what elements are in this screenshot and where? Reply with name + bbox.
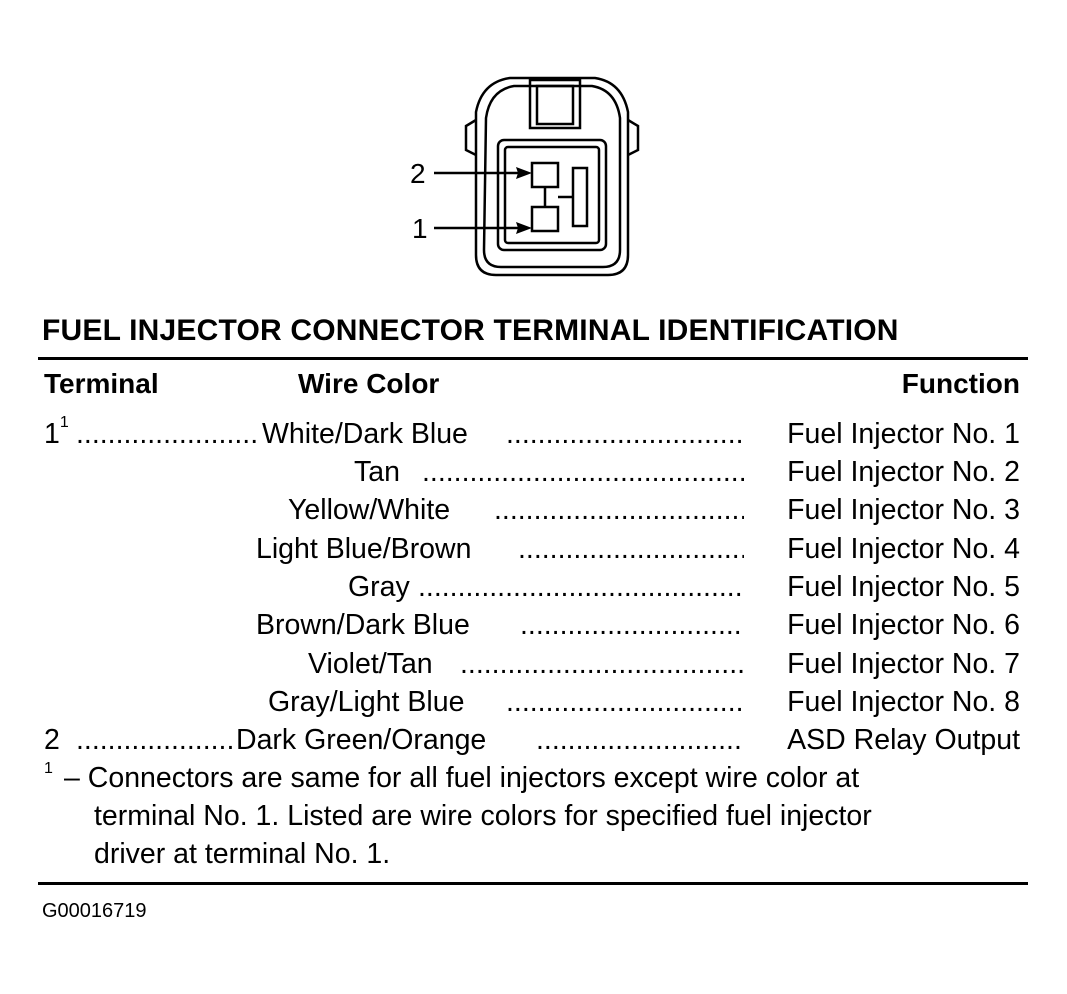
pin-label-2: 2 <box>410 158 426 189</box>
wire-color-cell: Gray <box>348 571 410 603</box>
function-cell: Fuel Injector No. 6 <box>787 609 1020 641</box>
function-cell: Fuel Injector No. 1 <box>787 418 1020 450</box>
leader-dots <box>460 648 744 681</box>
footnote-marker: 1 <box>44 760 53 777</box>
header-wire-color: Wire Color <box>298 368 440 399</box>
terminal-cell: 2 <box>44 724 60 756</box>
function-cell: Fuel Injector No. 5 <box>787 571 1020 603</box>
arrow-1-icon <box>516 222 532 234</box>
leader-dots <box>422 456 744 489</box>
terminal-cavity <box>496 138 608 252</box>
wire-color-cell: Dark Green/Orange <box>236 724 487 756</box>
function-cell: Fuel Injector No. 2 <box>787 456 1020 488</box>
wire-color-cell: Tan <box>354 456 400 488</box>
connector-latch <box>528 78 582 130</box>
figure-code: G00016719 <box>42 900 147 922</box>
table-row: Light Blue/Brown Fuel Injector No. 4 <box>42 533 1020 571</box>
terminal-1 <box>530 205 560 233</box>
table-row: Violet/Tan Fuel Injector No. 7 <box>42 648 1020 686</box>
wire-color-cell: Gray/Light Blue <box>268 686 465 718</box>
wire-color-cell: Yellow/White <box>288 494 451 526</box>
title-rule <box>38 357 1028 360</box>
header-terminal: Terminal <box>44 368 159 399</box>
table-row: Tan Fuel Injector No. 2 <box>42 456 1020 494</box>
table-row: Yellow/White Fuel Injector No. 3 <box>42 494 1020 532</box>
footnote-line: terminal No. 1. Listed are wire colors f… <box>94 800 872 832</box>
leader-dots <box>506 418 744 451</box>
connector-diagram: 2 1 <box>410 76 640 277</box>
function-cell: Fuel Injector No. 8 <box>787 686 1020 718</box>
arrow-2-icon <box>516 167 532 179</box>
leader-dots <box>76 724 232 757</box>
terminal-cell: 11 <box>44 414 69 450</box>
table-row: Brown/Dark Blue Fuel Injector No. 6 <box>42 609 1020 647</box>
leader-dots <box>536 724 744 757</box>
function-cell: ASD Relay Output <box>787 724 1020 756</box>
connector-housing <box>474 76 630 277</box>
leader-dots <box>494 494 744 527</box>
pin-label-1: 1 <box>412 213 428 244</box>
bottom-rule <box>38 882 1028 885</box>
leader-dots <box>418 571 744 604</box>
function-cell: Fuel Injector No. 4 <box>787 533 1020 565</box>
table-title: FUEL INJECTOR CONNECTOR TERMINAL IDENTIF… <box>42 314 899 347</box>
table-row: Gray Fuel Injector No. 5 <box>42 571 1020 609</box>
table-row: Gray/Light Blue Fuel Injector No. 8 <box>42 686 1020 724</box>
terminal-2 <box>530 161 560 189</box>
header-function: Function <box>901 368 1020 399</box>
footnote-line: driver at terminal No. 1. <box>94 838 391 870</box>
table-row: 11 White/Dark Blue Fuel Injector No. 1 <box>42 414 1020 456</box>
wire-color-cell: Brown/Dark Blue <box>256 609 470 641</box>
footnote-line: – Connectors are same for all fuel injec… <box>64 762 860 794</box>
function-cell: Fuel Injector No. 3 <box>787 494 1020 526</box>
wire-color-cell: White/Dark Blue <box>262 418 468 450</box>
wire-color-cell: Violet/Tan <box>308 648 433 680</box>
wire-color-cell: Light Blue/Brown <box>256 533 472 565</box>
function-cell: Fuel Injector No. 7 <box>787 648 1020 680</box>
leader-dots <box>518 533 744 566</box>
leader-dots <box>506 686 744 719</box>
leader-dots <box>76 418 260 451</box>
leader-dots <box>520 609 744 642</box>
table-row: 2 Dark Green/Orange ASD Relay Output <box>42 724 1020 762</box>
